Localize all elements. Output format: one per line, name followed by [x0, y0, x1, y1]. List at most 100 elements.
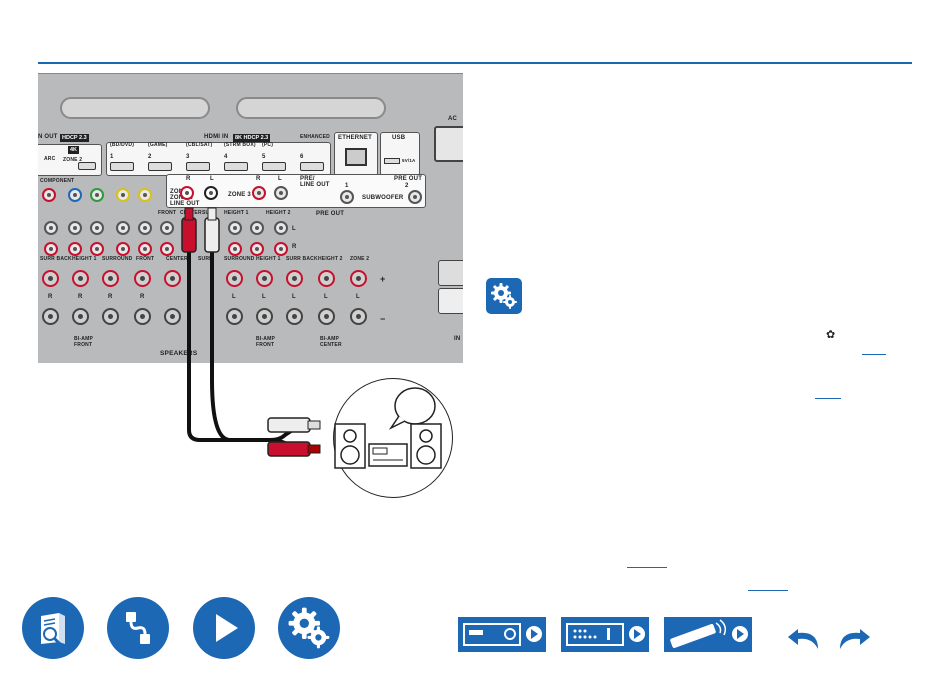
- nav-playback-button[interactable]: [193, 597, 255, 659]
- preout-height1: HEIGHT 1: [224, 210, 249, 216]
- zone3-l-jack: [274, 186, 288, 200]
- hdmi-port-num: 4: [224, 154, 228, 160]
- bi-amp-center-label: BI-AMP CENTER: [320, 336, 342, 348]
- rca-jack: [228, 221, 242, 235]
- hdmi-port-connector: [262, 162, 286, 171]
- nav-rear-panel-button[interactable]: [561, 617, 649, 652]
- rca-jack: [90, 242, 104, 256]
- l-label: L: [292, 294, 296, 300]
- setup-gears-icon: [288, 607, 330, 649]
- speaker-post: [134, 308, 151, 325]
- rca-jack: [116, 188, 130, 202]
- undo-arrow-icon[interactable]: [784, 617, 824, 657]
- hdmi-port-connector: [110, 162, 134, 171]
- rca-jack: [138, 221, 152, 235]
- speaker-post: [42, 308, 59, 325]
- preout-height2: HEIGHT 2: [266, 210, 291, 216]
- hdmi-port-connector: [300, 162, 324, 171]
- white-plug-tip: [207, 207, 217, 221]
- speaker-post: [286, 270, 303, 287]
- ac-inlet: [434, 126, 463, 162]
- rca-jack: [90, 221, 104, 235]
- rs232-port: [438, 260, 463, 286]
- settings-gear-icon: [491, 283, 517, 309]
- zone2-r-jack: [180, 186, 194, 200]
- rca-jack: [116, 242, 130, 256]
- hdmi-port-connector: [148, 162, 172, 171]
- nav-setup-button[interactable]: [278, 597, 340, 659]
- rca-jack: [160, 221, 174, 235]
- page-ref-link[interactable]: [862, 354, 886, 355]
- l-label: L: [232, 294, 236, 300]
- heat-sink-fin: [236, 97, 386, 119]
- speaker-post: [72, 270, 89, 287]
- rca-jack: [228, 242, 242, 256]
- speaker-channel-label: HEIGHT 1: [256, 256, 281, 262]
- preout-l-label: L: [292, 226, 296, 232]
- page-ref-link[interactable]: [627, 567, 667, 568]
- hdmi-port-num: 3: [186, 154, 190, 160]
- rca-jack: [68, 242, 82, 256]
- hdmi-in-badge: 8K HDCP 2.3: [233, 134, 271, 142]
- white-plug-head: [204, 217, 220, 253]
- hdcp-badge: HDCP 2.3: [60, 134, 89, 142]
- l-label: L: [324, 294, 328, 300]
- hdmi-out-label: N OUT: [38, 134, 58, 140]
- cable-connection-icon: [126, 612, 150, 644]
- rca-jack: [44, 242, 58, 256]
- hdmi-port-num: 1: [110, 154, 114, 160]
- cable-white-line: [210, 248, 231, 442]
- page-ref-link[interactable]: [748, 590, 788, 591]
- speaker-channel-label: SURR BACK: [286, 256, 318, 262]
- speaker-post: [42, 270, 59, 287]
- settings-tip-icon: [486, 278, 522, 314]
- red-plug-tip: [184, 207, 194, 221]
- remote-controller-icon: [670, 619, 748, 649]
- hdmi-in-label: HDMI IN: [204, 134, 229, 140]
- sub-2-label: 2: [405, 183, 409, 189]
- ir-in-port: [438, 288, 463, 314]
- rca-jack: [138, 188, 152, 202]
- nav-manual-button[interactable]: [22, 597, 84, 659]
- rca-jack: [90, 188, 104, 202]
- zone-l-label: L: [210, 176, 214, 182]
- manual-book-icon: [41, 613, 65, 646]
- hdmi-port-sub: (PC): [262, 142, 274, 148]
- nav-connections-button[interactable]: [107, 597, 169, 659]
- pre-out-label: PRE OUT: [394, 176, 423, 182]
- header-rule: [38, 62, 912, 64]
- nav-remote-button[interactable]: [664, 617, 752, 652]
- page-ref-link[interactable]: [815, 398, 841, 399]
- subwoofer-1-jack: [340, 190, 354, 204]
- hdmi-port-sub: (CBL/SAT): [186, 142, 213, 148]
- redo-arrow-icon[interactable]: [834, 617, 874, 657]
- rca-jack: [138, 242, 152, 256]
- rca-jack: [250, 242, 264, 256]
- small-gear-icon: ✿: [826, 329, 836, 341]
- preout-front: FRONT: [158, 210, 177, 216]
- rear-panel-illustration: N OUT HDCP 2.3 ARC 4K ZONE 2 HDMI IN 8K …: [38, 73, 463, 363]
- speaker-channel-label: FRONT: [136, 256, 155, 262]
- bi-amp-front-label: BI-AMP FRONT: [74, 336, 93, 348]
- speaker-channel-label: SURROUND: [102, 256, 133, 262]
- speakers-label: SPEAKERS: [160, 350, 198, 357]
- rca-jack: [274, 242, 288, 256]
- stereo-system-icon: [334, 387, 442, 469]
- rca-jack: [42, 188, 56, 202]
- rca-jack: [250, 221, 264, 235]
- hdmi-port: [78, 162, 96, 170]
- rca-jack: [116, 221, 130, 235]
- speaker-channel-label: HEIGHT 2: [318, 256, 343, 262]
- nav-front-panel-button[interactable]: [458, 617, 546, 652]
- r-label: R: [48, 294, 53, 300]
- hdmi-port-sub: (BD/DVD): [110, 142, 135, 148]
- ac-label: AC: [448, 116, 458, 122]
- speaker-post: [286, 308, 303, 325]
- l-label: L: [356, 294, 360, 300]
- speaker-post: [226, 270, 243, 287]
- zone2-l-jack: [204, 186, 218, 200]
- speaker-post: [256, 270, 273, 287]
- red-plug-head: [181, 217, 197, 253]
- pre-line-out-label: PRE/ LINE OUT: [300, 176, 330, 188]
